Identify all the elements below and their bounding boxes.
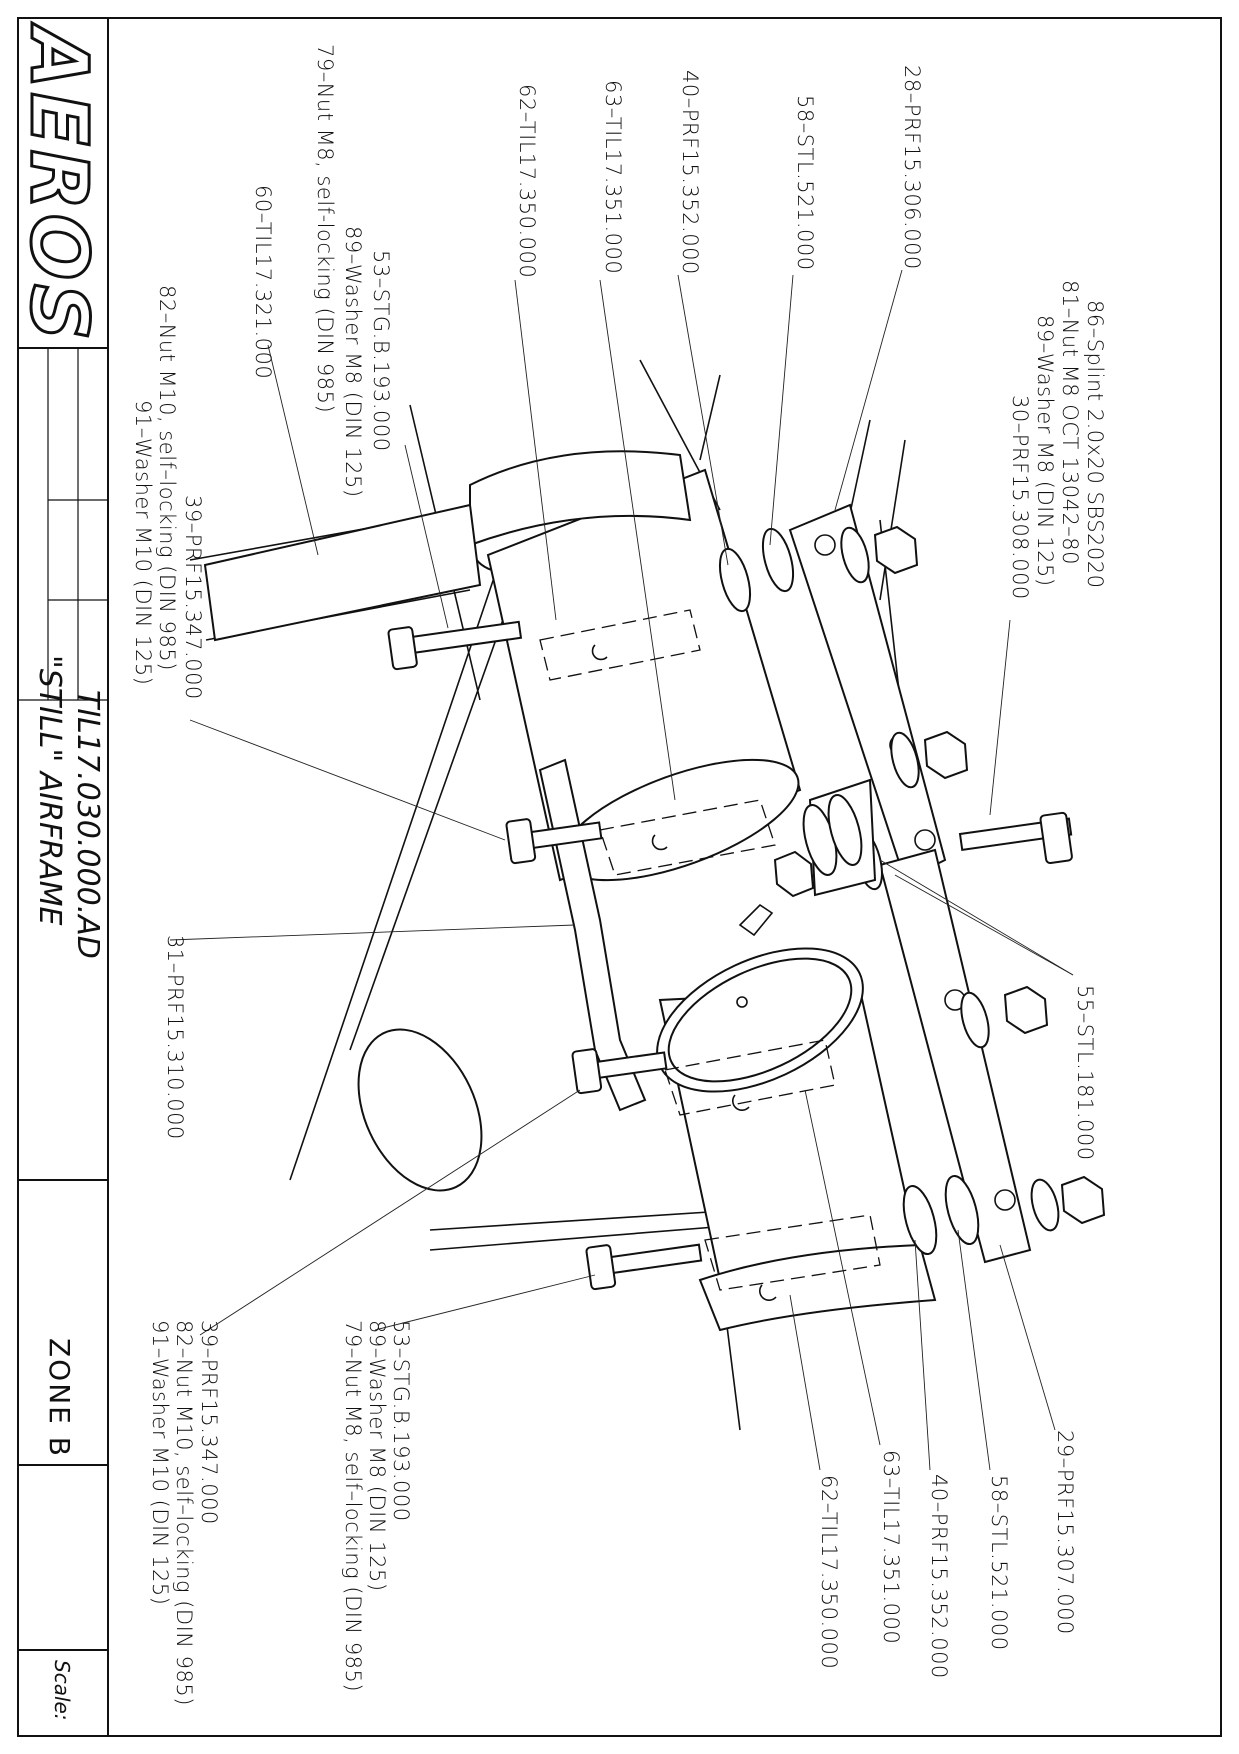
label-60: 60–TIL17.321.000 [251, 185, 275, 379]
hinge-stack [738, 778, 877, 937]
label-29: 29–PRF15.307.000 [1053, 1430, 1077, 1635]
label-31: 31–PRF15.310.000 [163, 935, 187, 1140]
label-91-top: 91–Washer M10 (DIN 125) [131, 400, 155, 685]
label-63-bottom: 63–TIL17.351.000 [879, 1450, 903, 1644]
label-82-bottom: 82–Nut M10, self–locking (DIN 985) [172, 1320, 196, 1706]
part-labels: 79–Nut M8, self-locking (DIN 985) 89–Was… [131, 44, 1107, 1706]
label-82-top: 82–Nut M10, self–locking (DIN 985) [155, 285, 179, 671]
drawing-number: TIL17.030.000.AD [70, 690, 105, 959]
link-plate-29 [878, 848, 1032, 1264]
bolt-right [958, 811, 1073, 865]
label-91-bottom: 91–Washer M10 (DIN 125) [148, 1320, 172, 1605]
label-63-top: 63–TIL17.351.000 [601, 80, 625, 274]
label-86: 86–Splint 2.0x20 SBS2020 [1083, 300, 1107, 588]
label-39-bottom: 39–PRF15.347.000 [197, 1320, 221, 1525]
label-89-top: 89–Washer M8 (DIN 125) [341, 226, 365, 498]
label-62-bottom: 62–TIL17.350.000 [817, 1475, 841, 1669]
bolt-m8-top [387, 620, 523, 671]
label-40-top: 40–PRF15.352.000 [678, 70, 702, 275]
label-79-top: 79–Nut M8, self-locking (DIN 985) [313, 44, 337, 413]
zone-label: ZONE B [43, 1338, 76, 1458]
label-58-top: 58–STL.521.000 [793, 95, 817, 271]
strut-60 [203, 503, 482, 642]
label-53-top: 53–STG.B.193.000 [369, 250, 393, 452]
label-79-bottom: 79–Nut M8, self–locking (DIN 985) [341, 1320, 365, 1692]
label-81: 81–Nut M8 OCT 13042–80 [1058, 280, 1082, 565]
label-62-top: 62–TIL17.350.000 [515, 84, 539, 278]
bolt-m10-top [505, 818, 603, 865]
scale-label: Scale: [50, 1660, 74, 1721]
label-55: 55–STL.181.000 [1073, 985, 1097, 1161]
bracket-31 [538, 758, 647, 1112]
drawing-title: "STILL" AIRFRAME [32, 655, 67, 925]
exploded-assembly [189, 359, 1106, 1431]
label-30: 30–PRF15.308.000 [1008, 395, 1032, 600]
label-89-right: 89–Washer M8 (DIN 125) [1033, 315, 1057, 587]
label-89-bottom: 89–Washer M8 (DIN 125) [365, 1320, 389, 1592]
bolt-m8-bottom [585, 1243, 703, 1291]
bolt-m10-bottom [571, 1048, 668, 1095]
company-logo: AEROS [13, 22, 103, 344]
label-28: 28–PRF15.306.000 [900, 65, 924, 270]
label-39-top: 39–PRF15.347.000 [181, 495, 205, 700]
title-block: AEROS TIL17.030.000.AD "STILL" AIRFRAME … [12, 18, 109, 1736]
label-53-bottom: 53–STG.B.193.000 [389, 1320, 413, 1522]
drawing-border [17, 17, 1222, 1737]
label-40-bottom: 40–PRF15.352.000 [927, 1474, 951, 1679]
label-58-bottom: 58–STL.521.000 [987, 1475, 1011, 1651]
leader-lines [169, 269, 1074, 1471]
lower-tube [357, 947, 937, 1332]
